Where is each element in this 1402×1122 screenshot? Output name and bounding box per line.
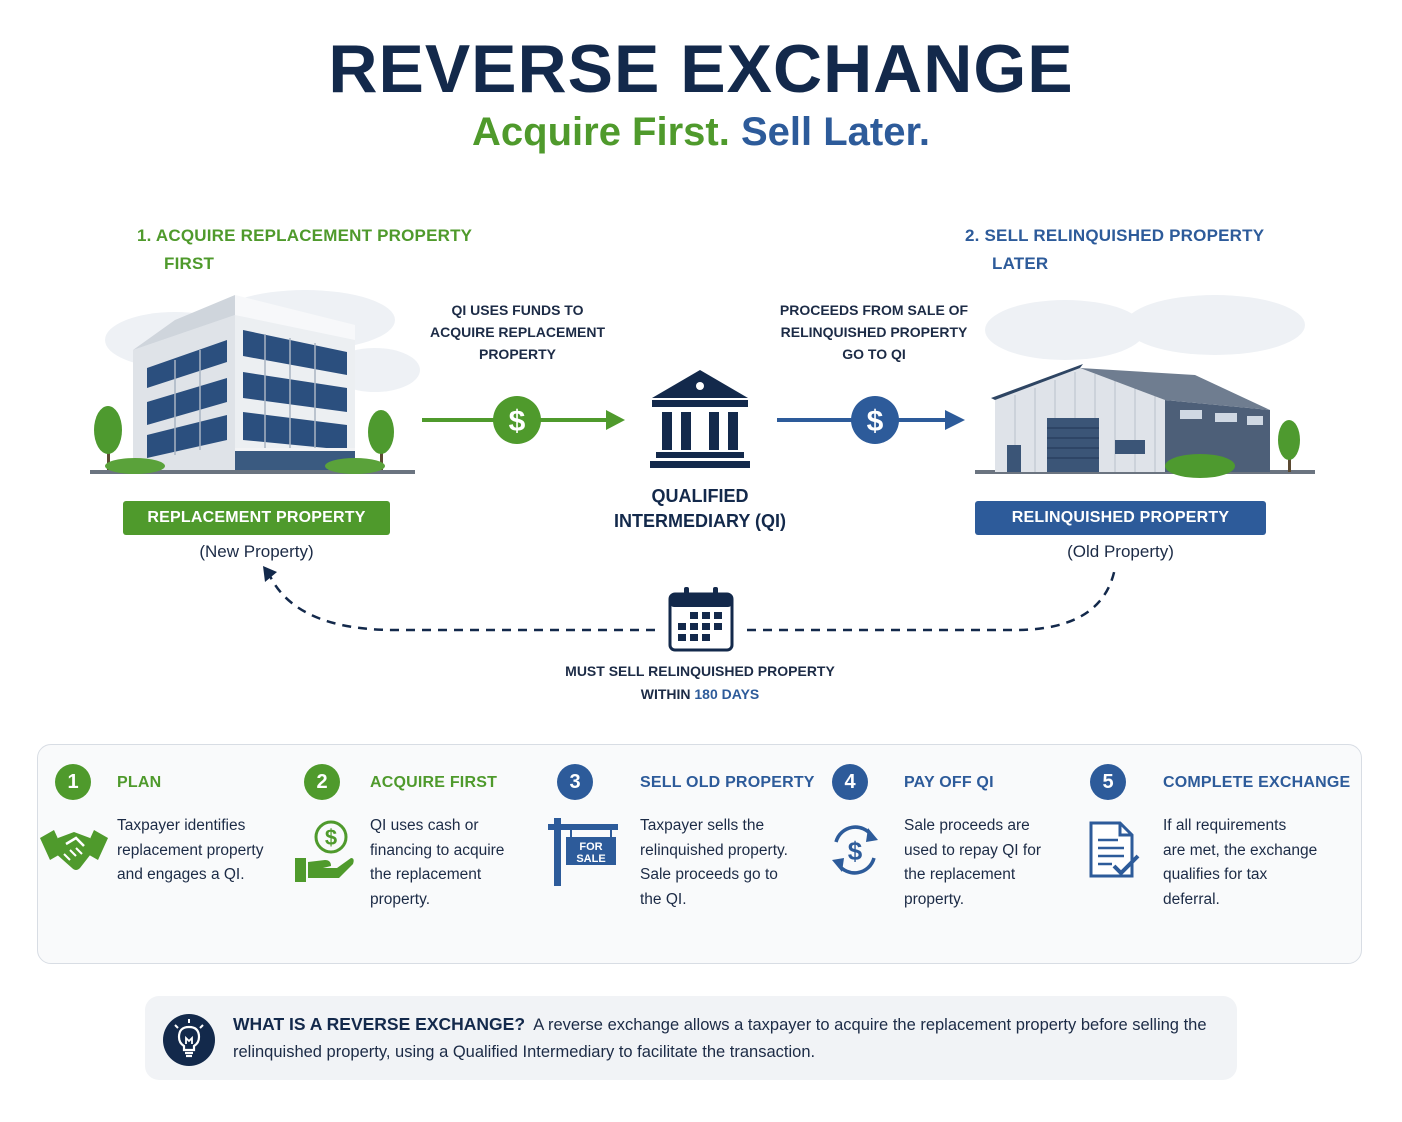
sign-text: SALE	[576, 853, 605, 865]
step-title: PAY OFF QI	[904, 774, 994, 791]
page-subtitle: Acquire First. Sell Later.	[0, 110, 1402, 155]
step-description-line: relinquished property.	[640, 841, 788, 859]
right-step-heading: 2. SELL RELINQUISHED PROPERTY LATER	[965, 222, 1264, 278]
dollar-icon: $	[867, 405, 884, 438]
step-description-line: Taxpayer sells the	[640, 817, 765, 834]
dollar-glyph: $	[325, 825, 337, 850]
step-title: ACQUIRE FIRST	[370, 774, 498, 791]
step-description-line: property.	[370, 891, 431, 909]
dollar-glyph: $	[848, 836, 863, 866]
left-arrow-label-line: PROPERTY	[478, 346, 556, 362]
sign-text: FOR	[579, 841, 602, 853]
subtitle-sell: Sell Later.	[740, 110, 930, 154]
step-description-line: used to repay QI for	[904, 841, 1041, 859]
step-description-line: Taxpayer identifies	[117, 817, 246, 834]
left-step-heading-line2: FIRST	[164, 254, 215, 273]
step-description-line: and engages a QI.	[117, 866, 245, 884]
relinquished-property-badge: RELINQUISHED PROPERTY	[975, 501, 1266, 535]
step-description-line: property.	[904, 891, 965, 909]
info-text: WHAT IS A REVERSE EXCHANGE? A reverse ex…	[233, 1011, 1233, 1066]
step-description-line: the QI.	[640, 891, 687, 909]
proceeds-to-qi-arrow: $	[777, 396, 965, 444]
warehouse-icon	[975, 295, 1315, 478]
money-hand-icon: $	[295, 820, 354, 882]
step-description-line: replacement property	[117, 841, 264, 859]
office-building-icon	[90, 290, 420, 474]
step-description-line: the replacement	[370, 866, 482, 884]
qi-label-line1: QUALIFIED	[651, 486, 749, 506]
left-arrow-label-line: QI USES FUNDS TO	[451, 302, 584, 318]
step-description: QI uses cash or financing to acquire the…	[370, 814, 540, 913]
step-number: 2	[304, 764, 340, 800]
left-step-heading-line1: 1. ACQUIRE REPLACEMENT PROPERTY	[137, 226, 473, 245]
dollar-cycle-icon: $	[832, 825, 878, 875]
replacement-property-badge: REPLACEMENT PROPERTY	[123, 501, 390, 535]
step-number: 3	[557, 764, 593, 800]
info-body: A reverse exchange allows a taxpayer to …	[233, 1016, 1207, 1061]
left-arrow-label-line: ACQUIRE REPLACEMENT	[429, 324, 605, 340]
steps-panel	[37, 744, 1362, 964]
step-number: 5	[1090, 764, 1126, 800]
step-description-line: deferral.	[1163, 891, 1220, 909]
deadline-line2: WITHIN 180 DAYS	[520, 683, 880, 706]
deadline-prefix: WITHIN	[640, 686, 691, 702]
relinquished-property-sub: (Old Property)	[1067, 542, 1174, 561]
right-step-heading-line1: 2. SELL RELINQUISHED PROPERTY	[965, 226, 1265, 245]
subtitle-acquire: Acquire First.	[472, 110, 730, 154]
handshake-icon	[40, 830, 108, 870]
step-title: SELL OLD PROPERTY	[640, 774, 815, 791]
deadline-dashed-path	[263, 566, 1117, 632]
step-description-line: Sale proceeds go to	[640, 866, 778, 884]
step-description: Sale proceeds are used to repay QI for t…	[904, 814, 1074, 913]
deadline-line1: MUST SELL RELINQUISHED PROPERTY	[565, 663, 835, 679]
step-title: COMPLETE EXCHANGE	[1163, 774, 1351, 791]
calendar-icon	[668, 587, 734, 652]
step-description-line: the replacement	[904, 866, 1016, 884]
step-description: Taxpayer identifies replacement property…	[117, 814, 287, 888]
step-description-line: If all requirements	[1163, 817, 1287, 834]
step-number: 4	[832, 764, 868, 800]
qi-to-replacement-arrow: $	[422, 396, 625, 444]
right-arrow-label-line: RELINQUISHED PROPERTY	[780, 324, 968, 340]
bank-icon	[650, 370, 750, 468]
dollar-icon: $	[509, 405, 526, 438]
step-description-line: QI uses cash or	[370, 817, 479, 834]
right-arrow-label-line: PROCEEDS FROM SALE OF	[779, 302, 969, 318]
for-sale-sign-icon: FOR SALE	[548, 818, 618, 886]
document-check-icon	[1089, 821, 1140, 878]
right-arrow-label-line: GO TO QI	[842, 346, 906, 362]
qi-label-line2: INTERMEDIARY (QI)	[613, 511, 786, 531]
left-step-heading: 1. ACQUIRE REPLACEMENT PROPERTY FIRST	[137, 222, 472, 278]
step-description-line: are met, the exchange	[1163, 841, 1318, 859]
step-description: If all requirements are met, the exchang…	[1163, 814, 1343, 913]
step-description-line: financing to acquire	[370, 841, 505, 859]
step-number: 1	[55, 764, 91, 800]
step-description-line: qualifies for tax	[1163, 866, 1268, 884]
info-box: WHAT IS A REVERSE EXCHANGE? A reverse ex…	[145, 996, 1237, 1080]
deadline-days: 180 DAYS	[694, 686, 760, 702]
deadline-label: MUST SELL RELINQUISHED PROPERTY WITHIN 1…	[520, 660, 880, 706]
left-arrow-label: QI USES FUNDS TO ACQUIRE REPLACEMENT PRO…	[420, 299, 615, 365]
step-description: Taxpayer sells the relinquished property…	[640, 814, 815, 913]
right-arrow-label: PROCEEDS FROM SALE OF RELINQUISHED PROPE…	[774, 299, 974, 365]
info-heading: WHAT IS A REVERSE EXCHANGE?	[233, 1014, 526, 1034]
qi-label: QUALIFIED INTERMEDIARY (QI)	[590, 484, 810, 534]
step-title: PLAN	[117, 774, 162, 791]
lightbulb-icon	[163, 1014, 215, 1066]
step-description-line: Sale proceeds are	[904, 817, 1030, 834]
page-title: REVERSE EXCHANGE	[328, 31, 1074, 107]
replacement-property-sub: (New Property)	[199, 542, 314, 561]
right-step-heading-line2: LATER	[992, 254, 1049, 273]
